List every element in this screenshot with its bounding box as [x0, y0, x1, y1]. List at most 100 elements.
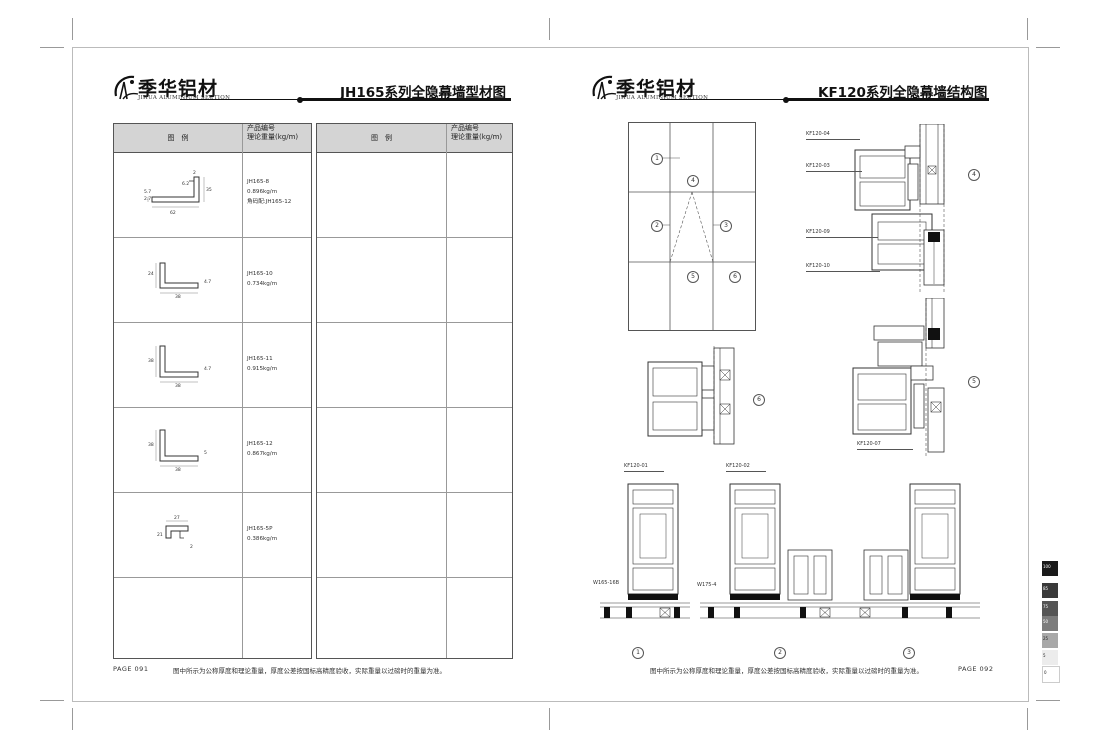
header-rule-thin [180, 99, 300, 100]
crop-mark [549, 18, 550, 40]
swatch-25: 25 [1042, 633, 1058, 648]
dim-label: 38 [148, 358, 154, 364]
profile-drawing-jh165-12: 38 5 38 [148, 429, 207, 471]
swatch-100: 100 [1042, 561, 1058, 576]
row-divider [317, 492, 512, 493]
swatch-label: 0 [1044, 670, 1047, 675]
leader-line [806, 139, 860, 140]
header-product-line1: 产品编号 [451, 124, 479, 132]
product-weight: 0.896kg/m [247, 189, 278, 195]
dim-label: 2.7 [144, 196, 151, 202]
label-kf120-02: KF120-02 [726, 463, 750, 469]
crop-mark [1027, 18, 1028, 40]
label-w175-4: W175-4 [697, 582, 717, 588]
product-code: JH165-5P [247, 526, 273, 532]
label-kf120-09: KF120-09 [806, 229, 830, 235]
elevation-grid [628, 122, 756, 331]
dim-label: 38 [175, 294, 181, 299]
brand-logo-icon [592, 75, 617, 100]
dim-label: 38 [148, 442, 154, 448]
detail-marker-4: 4 [968, 169, 980, 181]
row-divider [317, 322, 512, 323]
footer-note: 图中所示为公称厚度和理论重量，厚度公差按国标高精度验收，实际重量以过磅时的重量为… [173, 667, 446, 675]
crop-mark [1027, 708, 1028, 730]
product-info: JH165-11 0.915kg/m [247, 354, 277, 374]
bottom-marker-1: 1 [632, 647, 644, 659]
product-code: JH165-12 [247, 441, 273, 447]
header-product-line1: 产品编号 [247, 124, 275, 132]
section-drawing-1 [600, 483, 690, 619]
marker-6: 6 [729, 271, 741, 283]
swatch-85: 85 [1042, 583, 1058, 598]
profile-table: 图 例 产品编号 理论重量(kg/m) 2 5.7 2.7 35 62 6.2 … [113, 123, 312, 659]
bottom-marker-2: 2 [774, 647, 786, 659]
table-header: 图 例 产品编号 理论重量(kg/m) [317, 124, 512, 153]
section-drawing-4 [854, 124, 945, 292]
label-kf120-07: KF120-07 [857, 441, 881, 447]
dim-label: 21 [157, 532, 163, 538]
product-code: JH165-10 [247, 271, 273, 277]
header-figure: 图 例 [371, 133, 392, 142]
leader-line [806, 171, 862, 172]
section-drawing-3 [850, 483, 980, 619]
crop-mark [1036, 47, 1060, 48]
crop-mark [40, 700, 64, 701]
section-drawing-2 [700, 483, 850, 619]
product-info: JH165-12 0.867kg/m [247, 439, 277, 459]
marker-2: 2 [651, 220, 663, 232]
brand-name-en: JIHUA ALUMINIUM SECTION [616, 95, 709, 101]
bottom-marker-3: 3 [903, 647, 915, 659]
header-rule [786, 98, 989, 101]
row-divider [317, 577, 512, 578]
dim-label: 35 [206, 187, 212, 193]
marker-4: 4 [687, 175, 699, 187]
product-weight: 0.867kg/m [247, 451, 278, 457]
brand-name: 季华铝材 [138, 78, 219, 100]
marker-3: 3 [720, 220, 732, 232]
leader-line [806, 271, 880, 272]
profile-drawing-jh165-8: 2 5.7 2.7 35 62 6.2 [144, 170, 212, 216]
table-header: 图 例 产品编号 理论重量(kg/m) [114, 124, 311, 153]
brand-name: 季华铝材 [616, 78, 697, 100]
label-kf120-04: KF120-04 [806, 131, 830, 137]
product-info: JH165-5P 0.386kg/m [247, 524, 277, 544]
row-divider [114, 237, 311, 238]
swatch-75: 75 [1042, 601, 1058, 616]
profile-drawing-jh165-11: 38 4.7 38 [148, 345, 211, 387]
label-kf120-10: KF120-10 [806, 263, 830, 269]
label-kf120-01: KF120-01 [624, 463, 648, 469]
dim-label: 4.7 [204, 279, 211, 285]
product-info: JH165-8 0.896kg/m 角码配:JH165-12 [247, 177, 291, 207]
leader-line [726, 471, 766, 472]
profile-drawing-jh165-10: 24 4.7 38 [148, 262, 211, 299]
label-w165-16b: W165-16B [593, 580, 620, 586]
dim-label: 4.7 [204, 366, 211, 372]
crop-mark [1036, 700, 1060, 701]
row-divider [114, 322, 311, 323]
leader-line [806, 237, 878, 238]
header-product-line2: 理论重量(kg/m) [247, 133, 299, 141]
header-rule-dot [297, 96, 303, 103]
product-weight: 0.915kg/m [247, 366, 278, 372]
dim-label: 38 [175, 467, 181, 471]
crop-mark [40, 47, 64, 48]
row-divider [114, 577, 311, 578]
dim-label: 24 [148, 271, 154, 277]
swatch-label: 100 [1043, 564, 1051, 569]
product-code: JH165-11 [247, 356, 273, 362]
dim-label: 2 [193, 170, 196, 176]
swatch-50: 50 [1042, 616, 1058, 631]
swatch-label: 5 [1043, 653, 1046, 658]
marker-1: 1 [651, 153, 663, 165]
footer-note: 图中所示为公称厚度和理论重量，厚度公差按国标高精度验收，实际重量以过磅时的重量为… [650, 667, 923, 675]
brand-name-en: JIHUA ALUMINIUM SECTION [138, 95, 231, 101]
column-divider [446, 124, 447, 658]
detail-marker-5: 5 [968, 376, 980, 388]
header-rule-thin [660, 99, 786, 100]
profile-table-empty: 图 例 产品编号 理论重量(kg/m) [316, 123, 513, 659]
dim-label: 62 [170, 210, 176, 216]
leader-line [857, 449, 913, 450]
product-weight: 0.734kg/m [247, 281, 278, 287]
header-figure: 图 例 [167, 133, 189, 142]
product-weight: 0.386kg/m [247, 536, 278, 542]
